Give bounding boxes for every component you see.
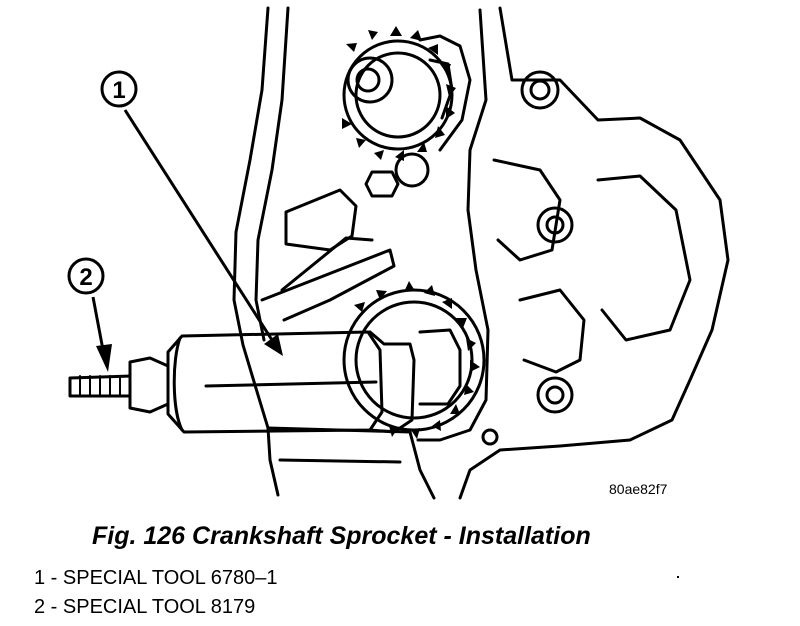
lower-housing (266, 426, 436, 500)
camshaft-sprocket-hub (346, 56, 394, 104)
idler-boss (394, 152, 430, 188)
crankshaft-hub (418, 328, 462, 406)
legend-item-2: 2 - SPECIAL TOOL 8179 (34, 596, 256, 618)
cover-bolt-boss (536, 206, 574, 244)
callout-2 (67, 257, 105, 351)
engine-block-inner-edge (254, 6, 290, 342)
timing-cover-outline (416, 8, 490, 442)
idler-bolt-head (364, 170, 400, 198)
camshaft-sprocket (342, 39, 454, 151)
callout-1 (100, 70, 274, 341)
engine-block-outline (232, 6, 280, 497)
engine-line-drawing: 1 2 (67, 6, 730, 500)
legend-item-1: 1 - SPECIAL TOOL 6780–1 (34, 567, 278, 589)
callout-1-leader (123, 109, 274, 341)
callout-2-arrowhead (96, 344, 112, 372)
special-tool-6780-1-body (166, 330, 384, 434)
callout-2-number: 2 (79, 264, 92, 291)
special-tool-8179-nut (128, 356, 170, 414)
figure-id-code: 80ae82f7 (609, 481, 668, 497)
upper-bracket (284, 188, 358, 252)
callout-1-arrowhead (264, 334, 283, 356)
cover-bolt-boss (481, 428, 499, 446)
callout-1-number: 1 (112, 77, 125, 104)
figure-caption: Fig. 126 Crankshaft Sprocket - Installat… (92, 522, 591, 550)
cover-bolt-boss (536, 376, 574, 414)
callout-2-circle (67, 257, 105, 295)
cover-bolt-boss (520, 70, 560, 110)
stray-mark (677, 576, 679, 578)
callout-1-circle (100, 70, 138, 108)
callout-2-leader (91, 296, 105, 351)
